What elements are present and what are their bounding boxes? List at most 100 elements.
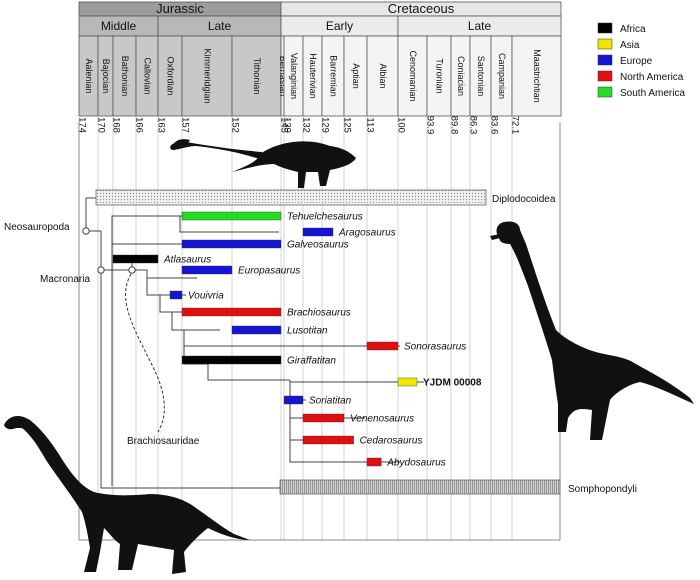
epoch-label-middle-0: Middle (101, 19, 137, 33)
legend-swatch-north-america (597, 70, 613, 82)
age-label-129: 129 (319, 117, 330, 133)
age-label-163: 163 (155, 117, 166, 133)
stage-label-kimmeridgian: Kimmeridgian (203, 48, 213, 103)
age-label-139: 139 (281, 117, 292, 133)
somphospondyli-bar (279, 479, 561, 495)
age-label-168: 168 (110, 117, 121, 133)
range-bar-yjdm-00008 (397, 377, 418, 387)
taxon-label-sonorasaurus: Sonorasaurus (404, 342, 466, 353)
legend-label-africa: Africa (620, 24, 646, 35)
stage-label-callovian: Callovian (143, 57, 153, 94)
age-label-152: 152 (229, 117, 240, 133)
age-label-166: 166 (133, 117, 144, 133)
range-bar-tehuelchesaurus (181, 211, 282, 221)
taxon-label-aragosaurus: Aragosaurus (338, 228, 396, 239)
stage-label-santonian: Santonian (476, 56, 486, 97)
taxon-label-soriatitan: Soriatitan (309, 396, 352, 407)
brachiosaurus-silhouette-left (4, 416, 250, 574)
stage-box-turonian (426, 35, 452, 117)
stage-label-aptian: Aptian (351, 63, 361, 89)
age-label-174: 174 (76, 117, 87, 133)
diplodocoidea-bar (95, 189, 487, 206)
age-label-83-6: 83.6 (488, 116, 499, 135)
stage-label-aalenian: Aalenian (84, 58, 94, 93)
age-label-93-9: 93.9 (424, 116, 435, 135)
range-bar-soriatitan (283, 395, 304, 405)
taxon-label-venenosaurus: Venenosaurus (350, 414, 414, 425)
legend-label-north-america: North America (620, 72, 684, 83)
range-bar-europasaurus (181, 265, 233, 275)
age-label-113: 113 (364, 117, 375, 132)
range-bar-cedarosaurus (302, 435, 354, 445)
legend-swatch-africa (597, 22, 613, 34)
stage-label-turonian: Turonian (435, 58, 445, 93)
range-bar-aragosaurus (302, 227, 334, 237)
label-neosauropoda: Neosauropoda (4, 222, 70, 233)
age-label-86-3: 86.3 (467, 116, 478, 135)
diplodocoid-silhouette (170, 139, 356, 188)
brachiosaurus-silhouette-right (490, 221, 694, 440)
taxon-label-galveosaurus: Galveosaurus (287, 240, 349, 251)
legend-swatch-south-america (597, 86, 613, 98)
epoch-label-late-3: Late (468, 19, 492, 33)
age-label-89-8: 89.8 (448, 116, 459, 135)
age-label-100: 100 (395, 117, 406, 133)
epoch-label-early-2: Early (326, 19, 353, 33)
age-label-170: 170 (95, 117, 106, 133)
stage-label-albian: Albian (378, 63, 388, 88)
taxon-label-lusotitan: Lusotitan (287, 326, 328, 337)
node-brachiosauridae (128, 266, 136, 274)
stage-label-berriasian: Berriasian (278, 56, 288, 97)
taxon-label-vouivria: Vouivria (188, 291, 224, 302)
stage-label-bajocian: Bajocian (101, 59, 111, 94)
period-label-jurassic: Jurassic (156, 1, 204, 16)
range-bar-abydosaurus (366, 457, 382, 467)
taxon-label-abydosaurus: Abydosaurus (386, 458, 445, 469)
period-label-cretaceous: Cretaceous (388, 1, 455, 16)
range-bar-sonorasaurus (366, 341, 399, 351)
legend-label-asia: Asia (620, 40, 640, 51)
taxon-label-europasaurus: Europasaurus (238, 266, 300, 277)
legend-label-europe: Europe (620, 56, 653, 67)
stage-label-tithonian: Tithonian (252, 58, 262, 95)
taxon-label-giraffatitan: Giraffatitan (287, 356, 336, 367)
range-bar-galveosaurus (181, 239, 282, 249)
taxon-label-brachiosaurus: Brachiosaurus (287, 308, 351, 319)
label-somphospondyli: Somphopondyli (568, 484, 637, 495)
node-neosauropoda (82, 227, 90, 235)
stage-box-tithonian (231, 35, 282, 117)
stage-box-maastrichtian (511, 35, 562, 117)
epoch-label-late-1: Late (208, 19, 232, 33)
taxa-group: TehuelchesaurusAragosaurusGalveosaurusAt… (112, 211, 482, 469)
stage-box-albian (366, 35, 399, 117)
brachiosauridae-connector (125, 273, 165, 433)
age-label-132: 132 (300, 117, 311, 133)
label-macronaria: Macronaria (40, 274, 90, 285)
range-bar-giraffatitan (181, 355, 282, 365)
range-bar-atlasaurus (112, 254, 159, 264)
taxon-label-atlasaurus: Atlasaurus (163, 255, 211, 266)
stage-label-oxfordian: Oxfordian (166, 56, 176, 95)
label-diplodocoidea: Diplodocoidea (492, 194, 556, 205)
legend-swatch-europe (597, 54, 613, 66)
legend-label-south-america: South America (620, 88, 685, 99)
age-label-125: 125 (341, 117, 352, 133)
epoch-row: Middle Late Early Late (78, 15, 562, 37)
age-label-157: 157 (179, 117, 190, 133)
stage-label-cenomanian: Cenomanian (408, 50, 418, 101)
age-label-72-1: 72.1 (509, 116, 520, 135)
taxon-label-cedarosaurus: Cedarosaurus (360, 436, 423, 447)
range-bar-vouivria (169, 290, 183, 300)
stage-label-bathonian: Bathonian (120, 56, 130, 97)
taxon-label-yjdm-00008: YJDM 00008 (423, 378, 482, 389)
label-brachiosauridae: Brachiosauridae (127, 436, 200, 447)
stage-label-barremian: Barremian (329, 55, 339, 97)
node-macronaria (97, 266, 105, 274)
range-bar-venenosaurus (302, 413, 345, 423)
stage-label-maastrichtian: Maastrichtian (532, 49, 542, 103)
range-bar-lusotitan (231, 325, 282, 335)
stage-label-coniacian: Coniacian (456, 56, 466, 96)
